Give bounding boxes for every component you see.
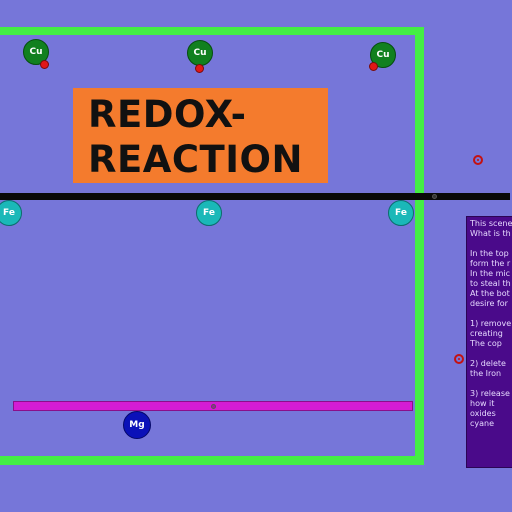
info-line: [470, 239, 512, 249]
title-box[interactable]: REDOX- REACTION: [73, 88, 328, 183]
atom-label: Cu: [376, 50, 390, 60]
info-line: In the top: [470, 249, 509, 258]
info-line: creating: [470, 329, 503, 338]
info-line: At the bot: [470, 289, 510, 298]
wall-top[interactable]: [0, 27, 424, 35]
info-line: The cop: [470, 339, 502, 348]
bar-pin-icon: [211, 404, 216, 409]
info-line: 2) delete: [470, 359, 506, 368]
black-divider-bar[interactable]: [0, 193, 510, 200]
info-line: desire for: [470, 299, 508, 308]
electron-2[interactable]: [195, 64, 204, 73]
atom-label: Fe: [3, 208, 15, 218]
electron-ring-2[interactable]: [454, 354, 464, 364]
atom-label: Cu: [193, 48, 207, 58]
electron-1[interactable]: [40, 60, 49, 69]
info-line: the Iron: [470, 369, 502, 378]
atom-label: Fe: [203, 208, 215, 218]
iron-atom-3[interactable]: Fe: [388, 200, 414, 226]
info-line: [470, 349, 512, 359]
iron-atom-2[interactable]: Fe: [196, 200, 222, 226]
wall-bottom[interactable]: [0, 456, 424, 465]
bar-pin-icon: [432, 194, 437, 199]
info-line: 3) release: [470, 389, 510, 398]
wall-right[interactable]: [415, 27, 424, 465]
info-line: [470, 379, 512, 389]
info-line: 1) remove: [470, 319, 512, 328]
info-line: In the mic: [470, 269, 511, 278]
info-line: to steal th: [470, 279, 511, 288]
info-line: form the r: [470, 259, 511, 268]
iron-atom-1[interactable]: Fe: [0, 200, 22, 226]
info-line: cyane: [470, 419, 495, 428]
atom-label: Fe: [395, 208, 407, 218]
title-line-1: REDOX-: [88, 93, 247, 136]
info-line: oxides: [470, 409, 496, 418]
title-line-2: REACTION: [88, 138, 303, 181]
electron-ring-1[interactable]: [473, 155, 483, 165]
info-line: This scene: [470, 219, 512, 228]
info-panel[interactable]: This scene What is th In the top form th…: [466, 216, 512, 468]
info-line: [470, 309, 512, 319]
info-line: What is th: [470, 229, 511, 238]
copper-atom-1[interactable]: Cu: [23, 39, 49, 65]
atom-label: Cu: [29, 47, 43, 57]
atom-label: Mg: [129, 420, 145, 430]
info-line: how it: [470, 399, 495, 408]
electron-3[interactable]: [369, 62, 378, 71]
copper-atom-2[interactable]: Cu: [187, 40, 213, 66]
magnesium-atom[interactable]: Mg: [123, 411, 151, 439]
